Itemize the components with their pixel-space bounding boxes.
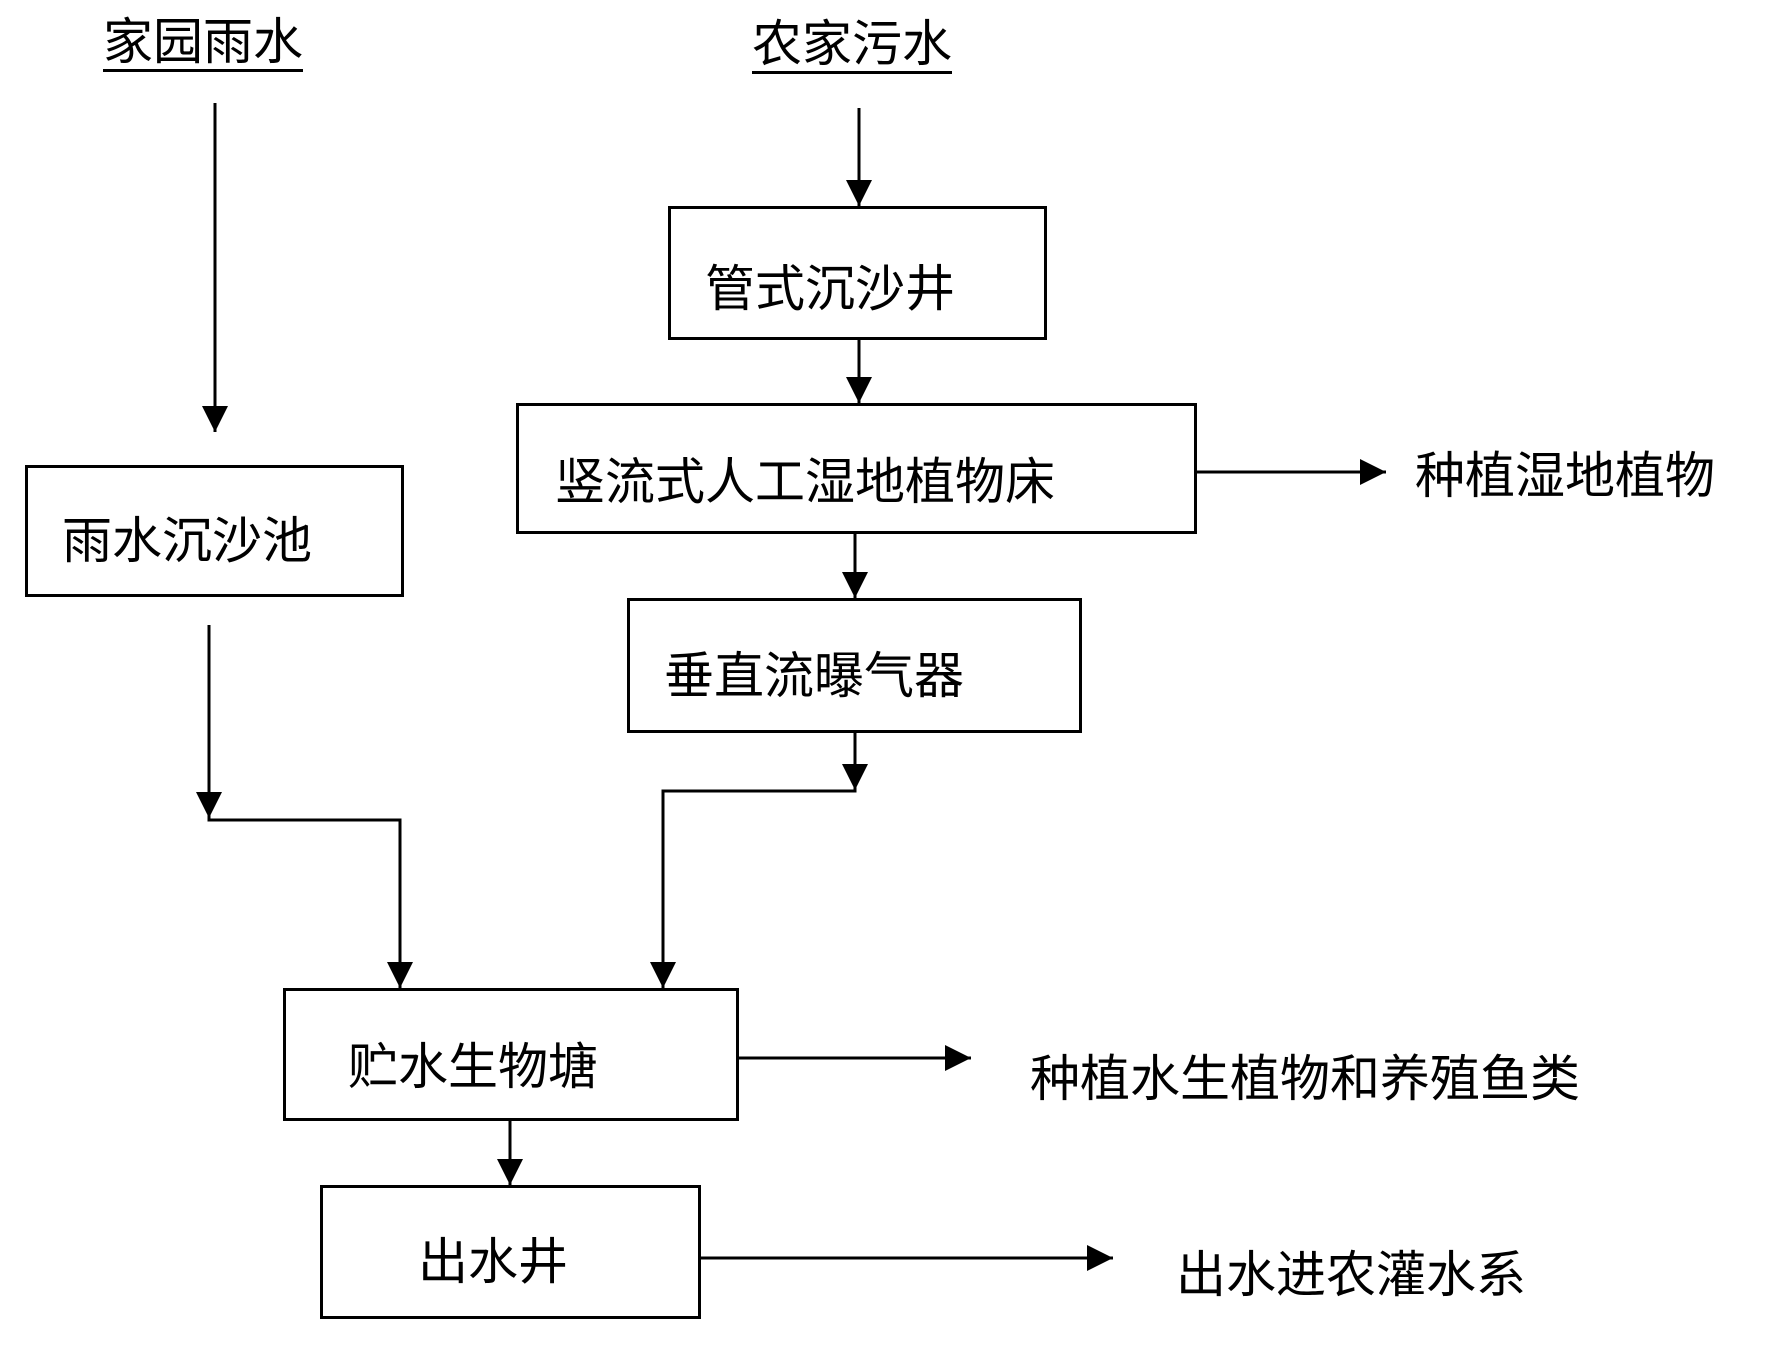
source-rainwater: 家园雨水 — [103, 13, 303, 71]
storage-bio-pond-label: 贮水生物塘 — [348, 1038, 598, 1096]
source-sewage: 农家污水 — [752, 15, 952, 73]
arrow-aerator-to-pond — [650, 733, 857, 988]
vertical-flow-wetland-box: 竖流式人工湿地植物床 — [516, 403, 1197, 534]
outlet-well-box: 出水井 — [320, 1185, 701, 1319]
rain-grit-basin-label: 雨水沉沙池 — [62, 512, 312, 570]
vertical-flow-aerator-label: 垂直流曝气器 — [664, 647, 964, 705]
output-wetland-plants: 种植湿地植物 — [1415, 447, 1715, 505]
tube-grit-well-box: 管式沉沙井 — [668, 206, 1047, 340]
vertical-flow-aerator-box: 垂直流曝气器 — [627, 598, 1082, 733]
tube-grit-well-label: 管式沉沙井 — [705, 260, 955, 318]
storage-bio-pond-box: 贮水生物塘 — [283, 988, 739, 1121]
arrow-basin-to-pond — [207, 625, 413, 988]
outlet-well-label: 出水井 — [418, 1233, 568, 1291]
output-irrigation: 出水进农灌水系 — [1176, 1246, 1526, 1304]
vertical-flow-wetland-label: 竖流式人工湿地植物床 — [555, 453, 1055, 511]
output-aquatic-plants-fish: 种植水生植物和养殖鱼类 — [1030, 1050, 1580, 1108]
rain-grit-basin-box: 雨水沉沙池 — [25, 465, 404, 597]
